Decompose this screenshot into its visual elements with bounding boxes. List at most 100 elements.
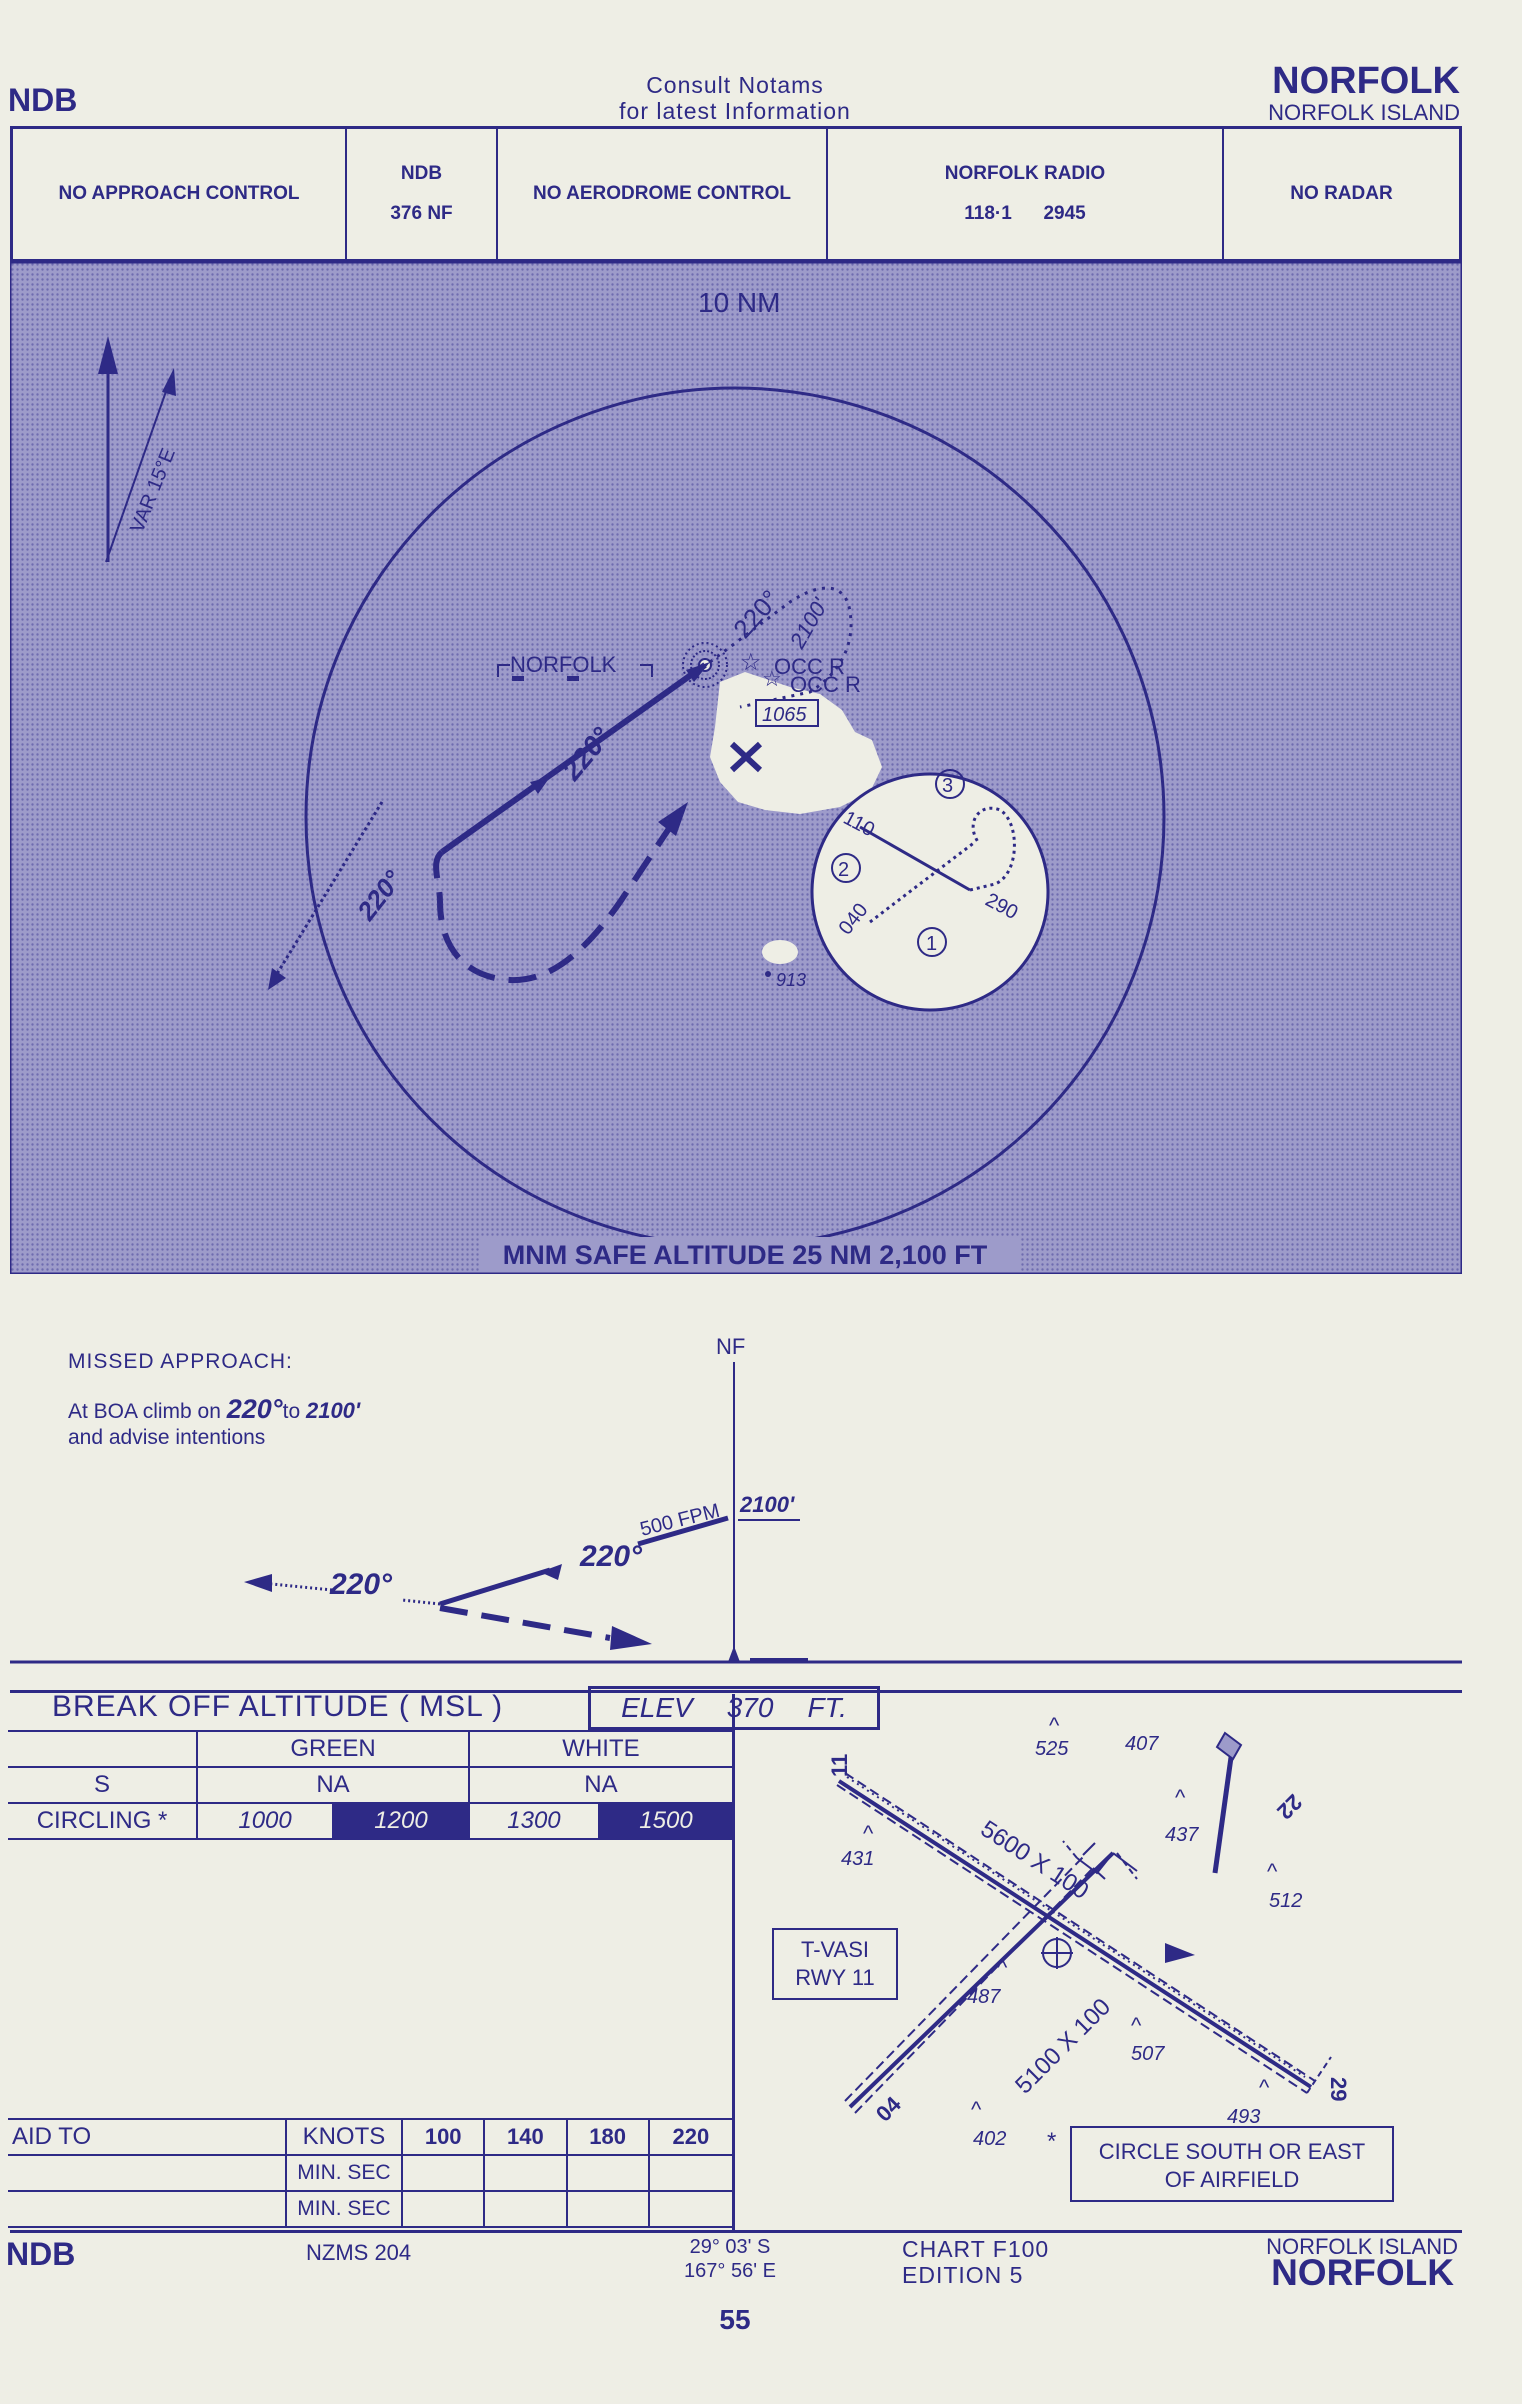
footer-chart: CHART F100 bbox=[902, 2236, 1050, 2262]
footer-title: NORFOLK bbox=[1271, 2252, 1454, 2293]
col-green: GREEN bbox=[196, 1730, 470, 1768]
svg-text:^: ^ bbox=[1259, 2075, 1270, 2100]
col-white: WHITE bbox=[467, 1730, 735, 1768]
profile-rate: 500 FPM bbox=[638, 1500, 722, 1541]
missed-line-1: At BOA climb on 220°to 2100' bbox=[68, 1394, 361, 1424]
footer-nzms: NZMS 204 bbox=[306, 2240, 412, 2265]
svg-text:1: 1 bbox=[926, 933, 937, 955]
aerodrome-diagram: 5600 X 100 5100 X 100 11 29 22 04 525 40… bbox=[772, 1713, 1394, 2202]
spot-height: 913 bbox=[776, 970, 806, 990]
ring-label: 10 NM bbox=[698, 287, 780, 318]
minima-title: BREAK OFF ALTITUDE ( MSL ) bbox=[52, 1690, 504, 1723]
circ-white-night: 1500 bbox=[598, 1802, 734, 1840]
obstruction-icon: ☆ bbox=[740, 649, 762, 676]
min-sec-2: MIN. SEC bbox=[284, 2190, 404, 2228]
svg-text:^: ^ bbox=[863, 1821, 874, 1846]
page-number: 55 bbox=[719, 2304, 751, 2335]
aerodrome-cross-icon bbox=[729, 741, 763, 773]
note-line-1: CIRCLE SOUTH OR EAST bbox=[1099, 2139, 1365, 2164]
svg-text:402: 402 bbox=[973, 2128, 1006, 2150]
svg-text:431: 431 bbox=[841, 1848, 874, 1870]
tvasi-label-2: RWY 11 bbox=[795, 1965, 874, 1990]
header-title: NORFOLK bbox=[1272, 60, 1460, 102]
svg-text:^: ^ bbox=[997, 1955, 1008, 1980]
svg-text:11: 11 bbox=[827, 1754, 852, 1777]
missed-arrow-icon bbox=[268, 968, 286, 990]
rwy-a-dims: 5600 X 100 bbox=[976, 1815, 1094, 1905]
svg-text:437: 437 bbox=[1165, 1824, 1199, 1846]
footer-type: NDB bbox=[6, 2236, 76, 2272]
svg-text:^: ^ bbox=[1175, 1785, 1186, 1810]
windsock-icon bbox=[1212, 1731, 1243, 1874]
footer-place: NORFOLK ISLAND bbox=[1266, 2234, 1458, 2259]
info-row: NO APPROACH CONTROL NDB 376 NF NO AERODR… bbox=[10, 126, 1462, 262]
approach-cell: NO APPROACH CONTROL bbox=[13, 129, 347, 259]
inbound-track bbox=[440, 662, 707, 855]
elevation-box: 1065 bbox=[762, 704, 807, 726]
turn-arrow-icon bbox=[658, 802, 688, 836]
svg-text:2: 2 bbox=[838, 859, 849, 881]
svg-text:512: 512 bbox=[1269, 1890, 1302, 1912]
header-type: NDB bbox=[8, 82, 78, 118]
row-circling: CIRCLING * bbox=[8, 1802, 199, 1840]
rwy-b-dims: 5100 X 100 bbox=[1010, 1993, 1116, 2099]
svg-text:NORFOLK: NORFOLK bbox=[510, 652, 617, 677]
footer-edition: EDITION 5 bbox=[902, 2262, 1024, 2288]
minima-table: GREEN WHITE S NA NA CIRCLING * 1000 1200… bbox=[8, 1730, 735, 1840]
obstacle-icons: ^ ^ ^ ^ ^ ^ ^ ^ bbox=[863, 1713, 1278, 2122]
circling-inset: 110 040 290 3 2 1 bbox=[810, 769, 1050, 1012]
svg-text:04: 04 bbox=[871, 2091, 907, 2127]
msa-label: MNM SAFE ALTITUDE 25 NM 2,100 FT bbox=[503, 1240, 988, 1270]
svg-text:29: 29 bbox=[1326, 2077, 1351, 2101]
tvasi-icon bbox=[1165, 1943, 1195, 1963]
s-green: NA bbox=[196, 1766, 470, 1804]
circ-green-day: 1000 bbox=[196, 1802, 335, 1840]
profile-hdg-a: 220° bbox=[329, 1568, 393, 1601]
occ-label-1: OCC R bbox=[774, 654, 845, 679]
beacon-label: NORFOLK bbox=[497, 652, 653, 681]
consult-line-2: for latest Information bbox=[619, 98, 851, 124]
svg-text:^: ^ bbox=[1131, 2013, 1142, 2038]
procedure-turn bbox=[433, 825, 673, 984]
runway-11-29 bbox=[836, 1772, 1332, 2094]
obstruction-icon: ☆ bbox=[762, 666, 782, 691]
missed-track-line bbox=[270, 801, 384, 983]
note-star: * bbox=[1047, 2128, 1056, 2155]
footer-lon: 167° 56' E bbox=[684, 2260, 776, 2282]
svg-text:^: ^ bbox=[1049, 1713, 1060, 1738]
island-norfolk bbox=[710, 672, 882, 814]
plan-view: 10 NM VAR 15°E NORFOLK 220° 220° 220° 21… bbox=[10, 262, 1462, 1274]
magnetic-north-arrow-icon bbox=[162, 368, 176, 396]
true-north-arrow-icon bbox=[98, 336, 118, 374]
svg-text:525: 525 bbox=[1035, 1738, 1069, 1760]
nf-label: NF bbox=[716, 1334, 745, 1359]
ndb-cell: NDB 376 NF bbox=[347, 129, 498, 259]
island-phillip bbox=[762, 940, 798, 964]
s-white: NA bbox=[467, 1766, 735, 1804]
radar-cell: NO RADAR bbox=[1290, 183, 1393, 204]
svg-text:^: ^ bbox=[1267, 1859, 1278, 1884]
radio-cell: NORFOLK RADIO 118·1 2945 bbox=[828, 129, 1224, 259]
min-sec-1: MIN. SEC bbox=[284, 2154, 404, 2192]
note-line-2: OF AIRFIELD bbox=[1165, 2167, 1299, 2192]
missed-arrow-icon bbox=[244, 1574, 272, 1592]
svg-text:487: 487 bbox=[967, 1986, 1001, 2008]
occ-label-2: OCC R bbox=[790, 672, 861, 697]
row-straight: S bbox=[8, 1766, 199, 1804]
profile-hdg-b: 220° bbox=[579, 1540, 643, 1573]
missed-heading: MISSED APPROACH: bbox=[68, 1350, 293, 1373]
svg-text:407: 407 bbox=[1125, 1733, 1159, 1755]
circ-green-night: 1200 bbox=[332, 1802, 470, 1840]
tvasi-label-1: T-VASI bbox=[801, 1937, 869, 1962]
footer-lat: 29° 03' S bbox=[689, 2236, 771, 2258]
aid-label: AID TO bbox=[8, 2118, 287, 2156]
knots-label: KNOTS bbox=[284, 2118, 404, 2156]
header-subtitle: NORFOLK ISLAND bbox=[1268, 100, 1460, 125]
svg-text:^: ^ bbox=[971, 2097, 982, 2122]
profile-alt: 2100' bbox=[739, 1492, 795, 1517]
svg-text:493: 493 bbox=[1227, 2106, 1260, 2128]
circ-white-day: 1300 bbox=[467, 1802, 601, 1840]
svg-text:507: 507 bbox=[1131, 2043, 1165, 2065]
missed-line-2: and advise intentions bbox=[68, 1426, 266, 1449]
